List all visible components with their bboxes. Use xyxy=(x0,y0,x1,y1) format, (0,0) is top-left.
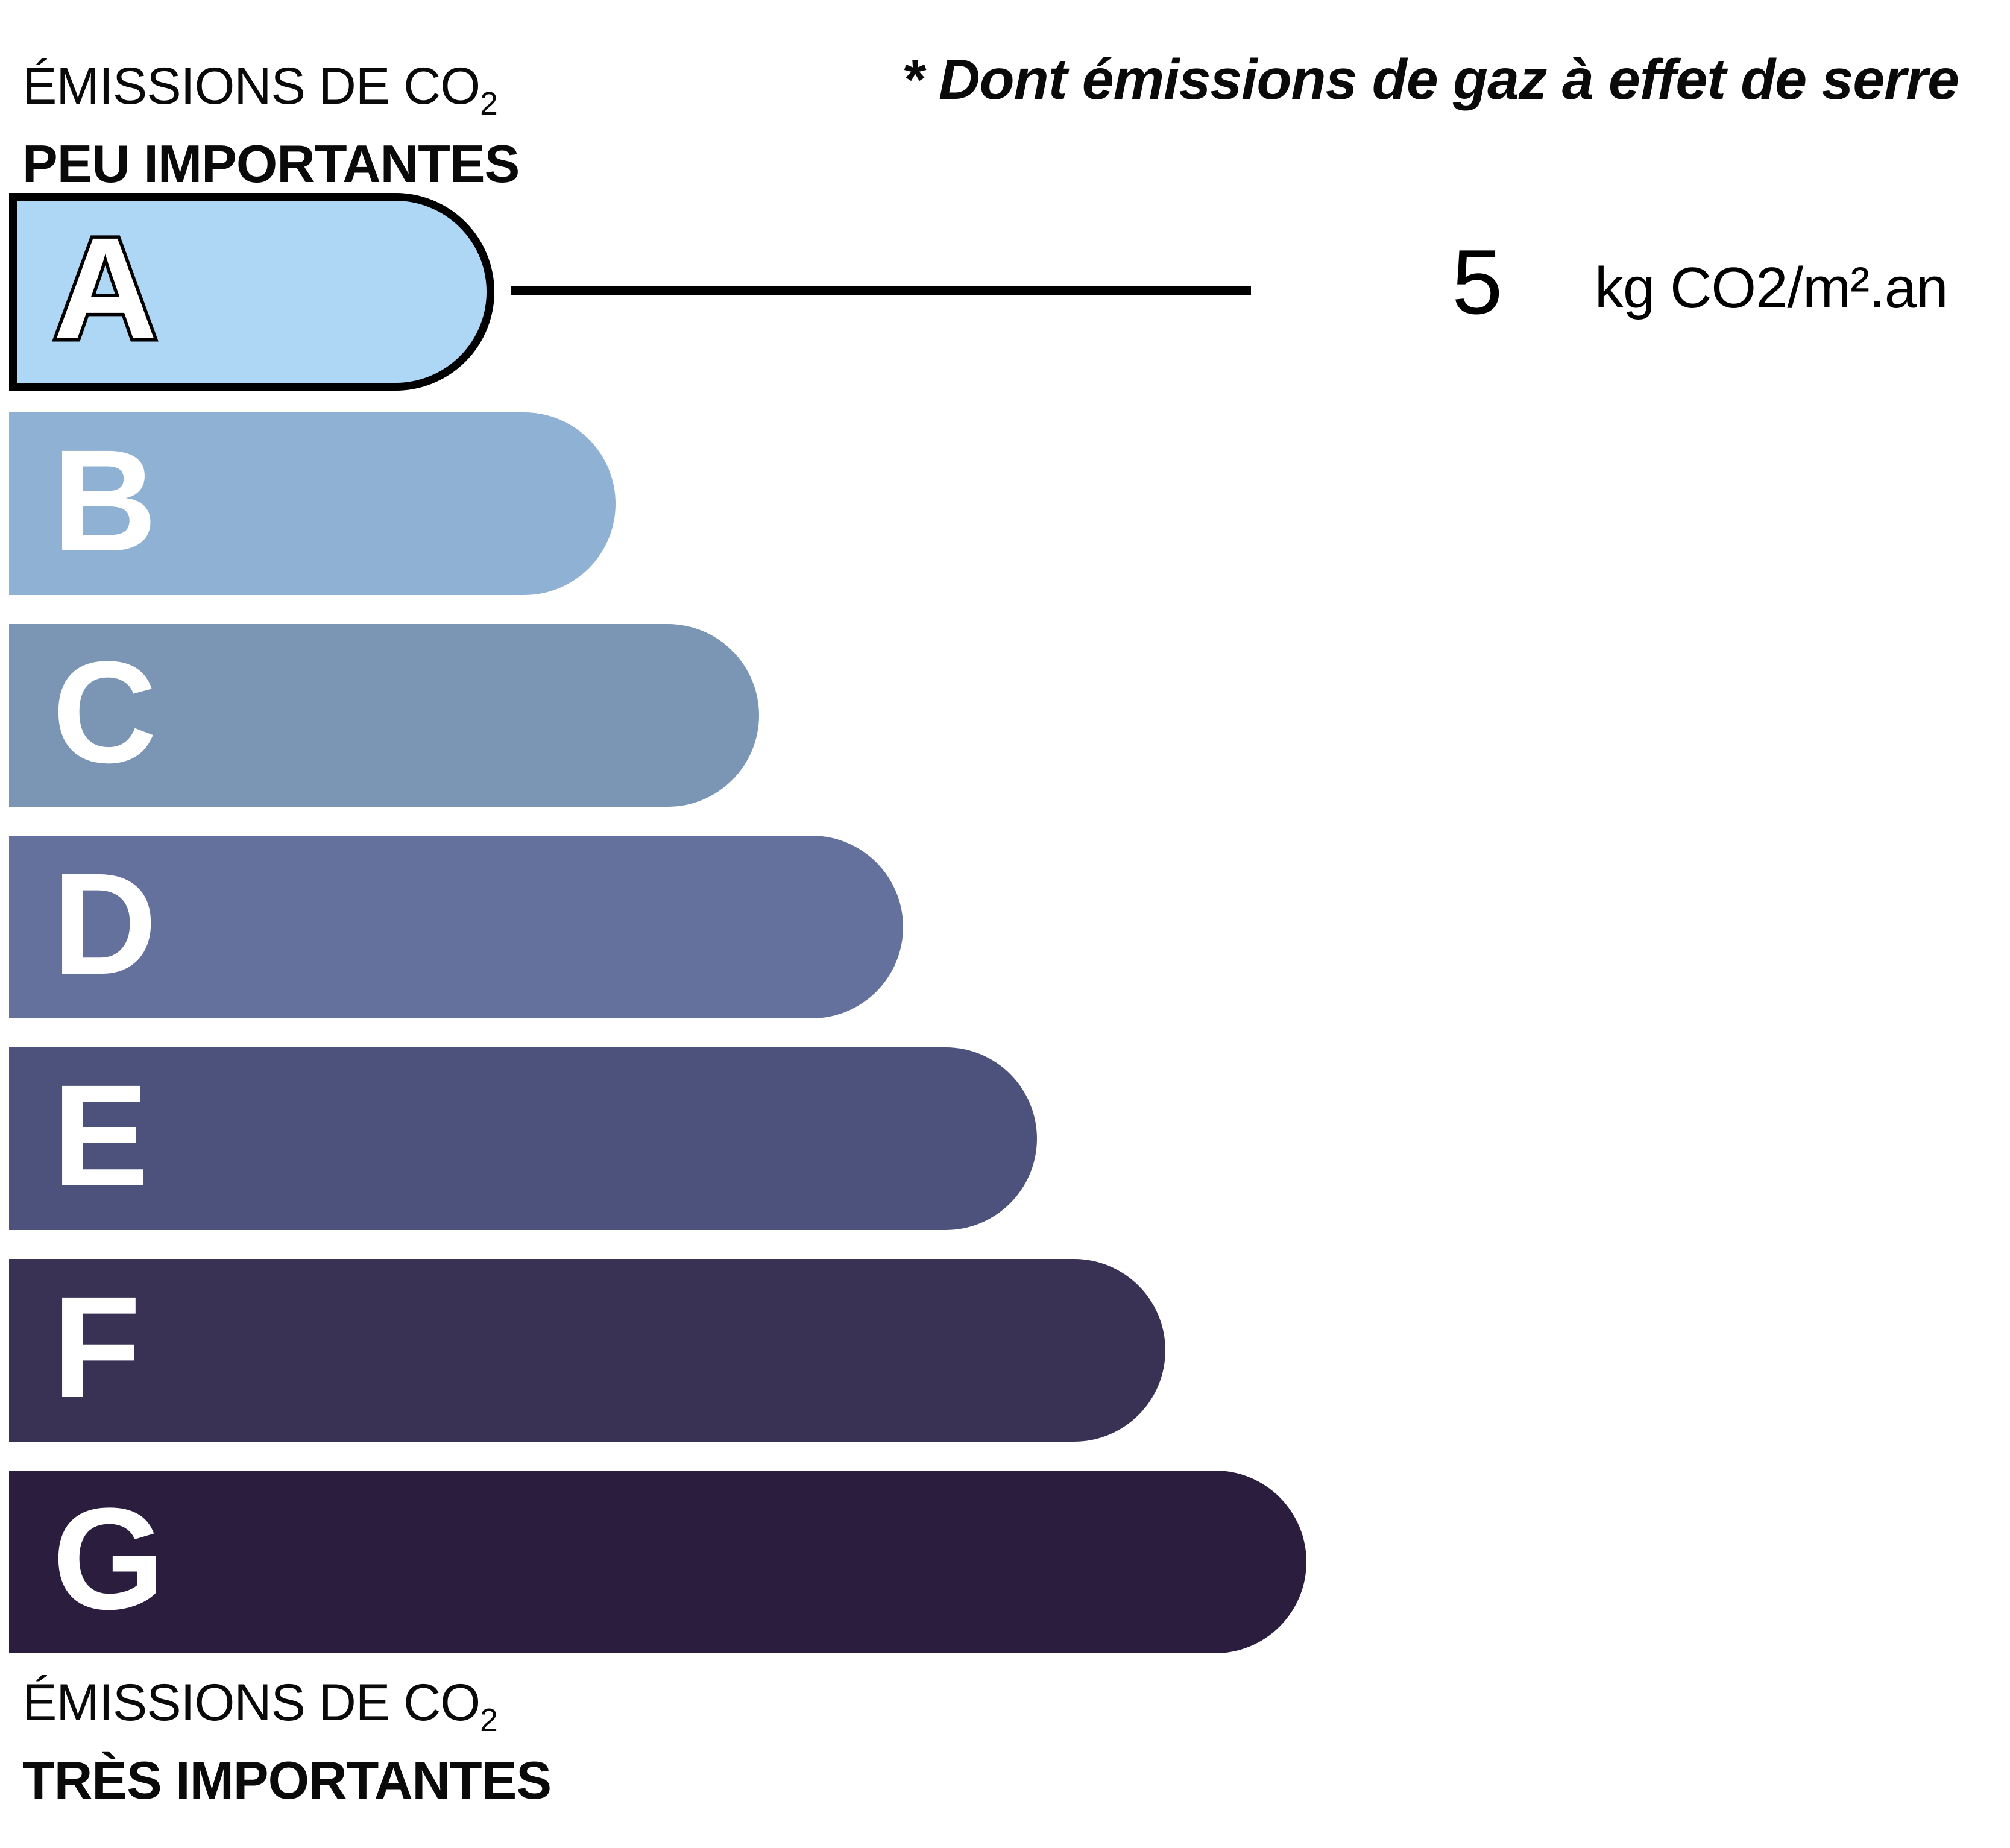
caption-low-line1: ÉMISSIONS DE CO2 xyxy=(22,57,498,122)
ges-bar-b: B xyxy=(9,412,616,595)
value-connector-line xyxy=(511,286,1251,295)
ges-bar-a: A xyxy=(9,193,494,391)
ges-bar-f: F xyxy=(9,1259,1165,1442)
ges-bar-g: G xyxy=(9,1471,1306,1653)
ges-bar-c-letter: C xyxy=(52,631,157,793)
ges-bar-d-letter: D xyxy=(52,842,157,1004)
caption-low-line2: PEU IMPORTANTES xyxy=(22,134,520,194)
ges-bar-c: C xyxy=(9,624,759,807)
scale-caption-low: ÉMISSIONS DE CO2 PEU IMPORTANTES xyxy=(22,57,520,194)
emissions-unit: kg CO2/m².an xyxy=(1595,256,1949,320)
ges-bar-g-letter: G xyxy=(52,1477,165,1639)
emissions-value: 5 xyxy=(1452,231,1503,333)
ges-bar-f-letter: F xyxy=(52,1266,141,1428)
ges-bar-d: D xyxy=(9,836,903,1018)
ges-bar-e-letter: E xyxy=(52,1054,150,1216)
scale-caption-high: ÉMISSIONS DE CO2 TRÈS IMPORTANTES xyxy=(22,1673,552,1811)
ges-bar-e: E xyxy=(9,1047,1037,1230)
ges-bar-b-letter: B xyxy=(52,419,157,581)
caption-high-line1: ÉMISSIONS DE CO2 xyxy=(22,1674,498,1739)
ges-bar-a-letter: A xyxy=(49,207,160,369)
caption-high-line2: TRÈS IMPORTANTES xyxy=(22,1750,552,1811)
greenhouse-gas-footnote: * Dont émissions de gaz à effet de serre xyxy=(901,48,1959,112)
co2-subscript: 2 xyxy=(480,1703,498,1739)
co2-subscript: 2 xyxy=(480,86,498,122)
